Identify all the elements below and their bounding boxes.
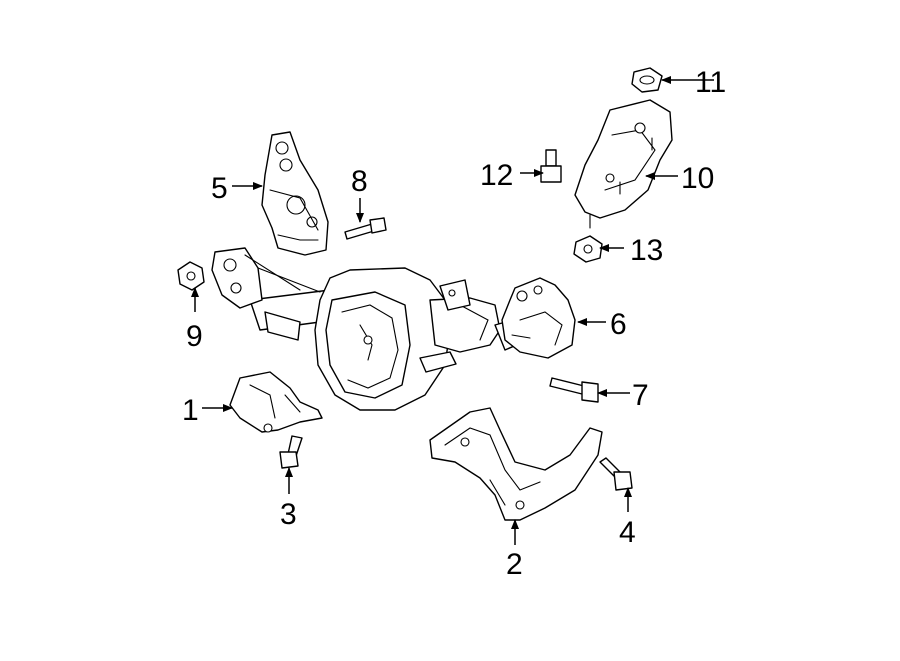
part-1-bracket xyxy=(229,371,323,433)
part-3-bolt xyxy=(279,435,303,469)
part-12-bolt xyxy=(540,149,562,183)
callout-10: 10 xyxy=(681,162,714,195)
callout-2: 2 xyxy=(506,548,523,581)
part-13-nut xyxy=(573,235,603,263)
part-9-nut xyxy=(177,261,205,291)
callout-4: 4 xyxy=(619,516,636,549)
part-10-bracket xyxy=(574,99,673,229)
part-8-bolt xyxy=(344,217,387,240)
callout-12: 12 xyxy=(480,159,513,192)
callout-9: 9 xyxy=(186,320,203,353)
callout-8: 8 xyxy=(351,165,368,198)
callout-11: 11 xyxy=(695,66,726,99)
part-2-bracket xyxy=(429,407,603,521)
callout-13: 13 xyxy=(630,234,663,267)
callout-3: 3 xyxy=(280,498,297,531)
callout-6: 6 xyxy=(610,308,627,341)
callout-5: 5 xyxy=(211,172,228,205)
part-6-bracket xyxy=(501,277,576,359)
part-11-nut xyxy=(631,67,663,93)
callout-7: 7 xyxy=(632,379,649,412)
part-7-bolt xyxy=(549,377,599,403)
part-4-bolt xyxy=(599,457,633,491)
part-5-bracket xyxy=(261,131,329,256)
callout-1: 1 xyxy=(182,394,199,427)
